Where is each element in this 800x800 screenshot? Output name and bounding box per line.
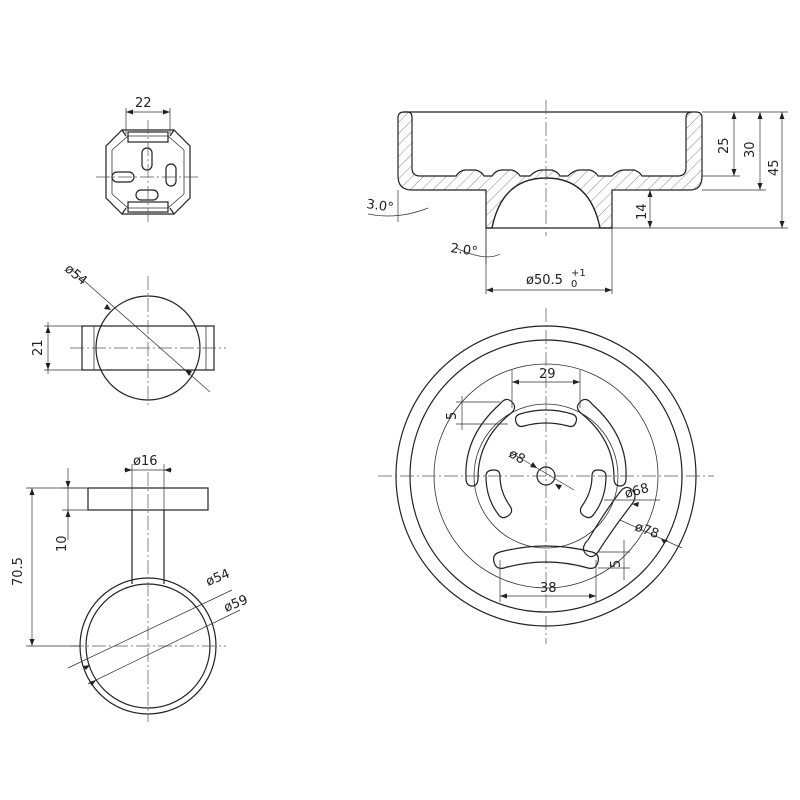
- tol-upper-label: +1: [571, 268, 586, 279]
- dim-38-label: 38: [540, 581, 557, 596]
- dim-59-label: ø59: [222, 593, 250, 616]
- cup-plan-view: 29 5 ø8 ø68 ø78 5 38: [378, 308, 714, 644]
- dim-25-label: 25: [717, 137, 732, 154]
- dim-30-label: 30: [743, 141, 758, 158]
- cup-section-view: 3.0° 2.0° ø50.5 +1 0 25 30 45: [365, 100, 788, 294]
- dim-14-label: 14: [635, 203, 650, 220]
- dim-5-left-label: 5: [445, 412, 460, 420]
- dim-21-label: 21: [31, 339, 46, 356]
- dim-22-label: 22: [135, 96, 152, 111]
- dim-10-label: 10: [55, 535, 70, 552]
- dim-54-top-label: ø54: [61, 262, 89, 289]
- dim-5-bottom-label: 5: [609, 560, 624, 568]
- inner-slots: [485, 469, 607, 519]
- mounting-disc-view: ø54 21: [31, 262, 226, 408]
- holder-side-view: ø16 10 70.5 ø54 ø59: [11, 454, 250, 722]
- dim-8-label: ø8: [506, 446, 528, 467]
- dim-45-label: 45: [767, 159, 782, 176]
- angle-3-label: 3.0°: [365, 197, 394, 216]
- angle-2-label: 2.0°: [449, 241, 478, 260]
- dim-70-5-label: 70.5: [11, 557, 26, 586]
- dim-54-label: ø54: [204, 567, 232, 590]
- dim-78-label: ø78: [633, 520, 661, 542]
- dim-16-label: ø16: [133, 454, 158, 469]
- dim-68-label: ø68: [623, 481, 651, 502]
- dim-50-5-label: ø50.5: [526, 273, 563, 288]
- bracket-plan-view: 22: [96, 96, 200, 224]
- dim-29-label: 29: [539, 367, 556, 382]
- tol-lower-label: 0: [571, 279, 577, 290]
